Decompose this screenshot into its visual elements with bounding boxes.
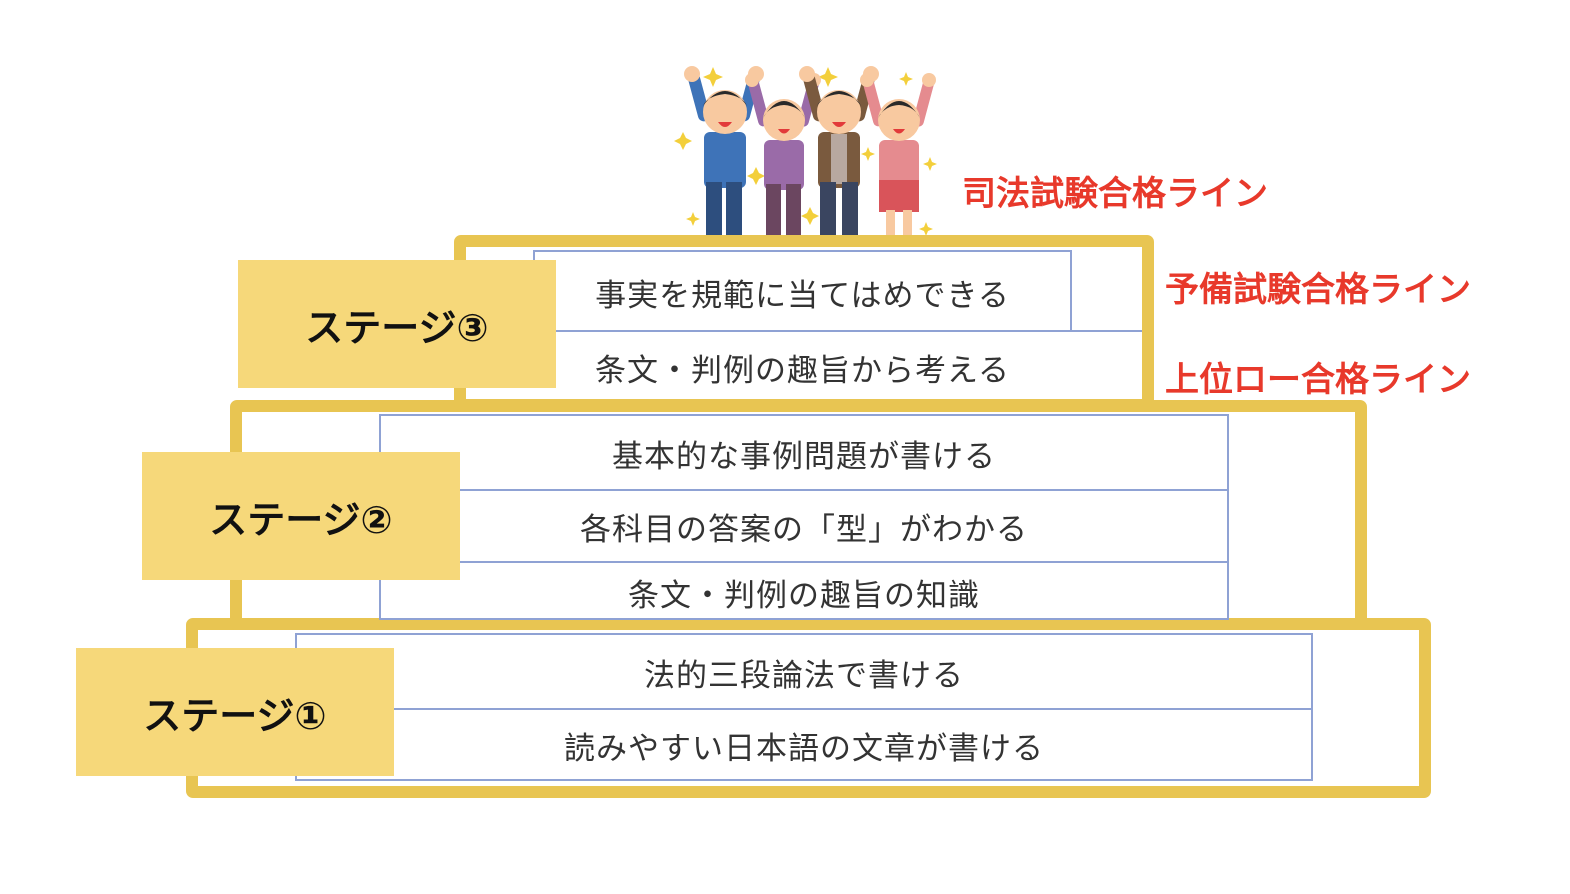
stage-1-table: 法的三段論法で書ける 読みやすい日本語の文章が書ける — [295, 633, 1313, 781]
stage-3-item: 条文・判例の趣旨から考える — [594, 352, 1011, 389]
stage-1-item: 読みやすい日本語の文章が書ける — [297, 708, 1311, 781]
stage-2-item: 各科目の答案の「型」がわかる — [381, 489, 1227, 562]
stage-2-item: 基本的な事例問題が書ける — [612, 438, 996, 475]
person-2 — [745, 73, 821, 238]
sparkle-icons — [674, 67, 937, 236]
stage-3-item: 事実を規範に当てはめできる — [595, 277, 1010, 314]
stage-3-divider — [533, 330, 1142, 332]
stage-1-item: 法的三段論法で書ける — [644, 657, 964, 694]
person-1 — [684, 66, 764, 238]
pass-line-top-law-school: 上位ロー合格ライン — [1165, 360, 1471, 400]
stage-2-item: 条文・判例の趣旨の知識 — [381, 561, 1227, 621]
stage-2-table: 基本的な事例問題が書ける 各科目の答案の「型」がわかる 条文・判例の趣旨の知識 — [379, 414, 1229, 620]
pass-line-preliminary-exam: 予備試験合格ライン — [1165, 270, 1471, 310]
stage-3-table-top: 事実を規範に当てはめできる — [533, 250, 1072, 332]
stage-3-label: ステージ③ — [238, 260, 556, 388]
pass-line-bar-exam: 司法試験合格ライン — [962, 174, 1268, 214]
stage-1-label: ステージ① — [76, 648, 394, 776]
celebrating-people-illustration — [674, 66, 937, 238]
person-4 — [860, 73, 936, 238]
stage-2-label: ステージ② — [142, 452, 460, 580]
